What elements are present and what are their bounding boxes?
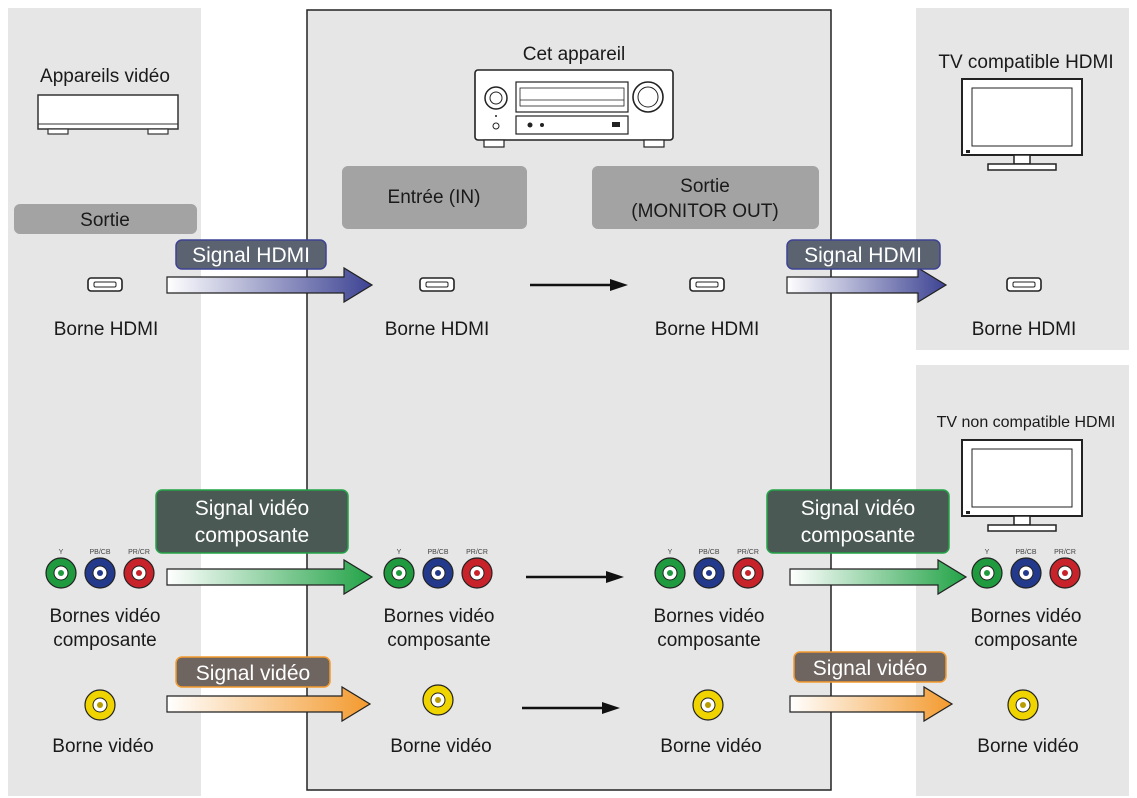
source-output-label: Sortie <box>80 210 130 231</box>
hdmi-signal-label-right: Signal HDMI <box>804 244 922 267</box>
center-video-out-label: Borne vidéo <box>660 736 761 757</box>
svg-text:PB/CB: PB/CB <box>427 549 448 556</box>
center-output-label-2: (MONITOR OUT) <box>631 201 778 222</box>
internal-video-arrow <box>522 702 620 714</box>
center-hdmi-out-label: Borne HDMI <box>655 319 760 340</box>
source-title: Appareils vidéo <box>40 66 170 87</box>
center-video-out-jack-icon <box>692 689 724 721</box>
svg-text:PR/CR: PR/CR <box>128 549 150 556</box>
svg-text:PR/CR: PR/CR <box>737 549 759 556</box>
center-input-pill <box>342 166 527 229</box>
video-signal-label-right: Signal vidéo <box>813 657 927 680</box>
jack-y-green-icon <box>971 557 1003 589</box>
tv-hdmi-panel <box>916 8 1129 350</box>
center-title: Cet appareil <box>523 44 625 65</box>
source-output-pill <box>14 204 197 234</box>
source-hdmi-label: Borne HDMI <box>54 319 159 340</box>
center-component-in-label-1: Bornes vidéo <box>384 606 495 627</box>
jack-pb-blue-icon <box>693 557 725 589</box>
svg-text:PR/CR: PR/CR <box>466 549 488 556</box>
jack-pr-red-icon <box>461 557 493 589</box>
video-signal-label-left: Signal vidéo <box>196 662 310 685</box>
component-signal-arrow-left <box>166 558 374 596</box>
jack-pb-blue-icon <box>422 557 454 589</box>
hdmi-signal-pill-left <box>175 239 327 270</box>
tv-hdmi-port-icon <box>1006 277 1042 292</box>
center-component-out-label-1: Bornes vidéo <box>654 606 765 627</box>
jack-pb-blue-icon <box>84 557 116 589</box>
source-component-jacks: Y PB/CB PR/CR <box>45 549 155 589</box>
center-input-label: Entrée (IN) <box>388 187 481 208</box>
tv-component-label-1: Bornes vidéo <box>971 606 1082 627</box>
av-receiver-icon <box>474 69 674 148</box>
center-output-label-1: Sortie <box>680 176 730 197</box>
tv-component-label-2: composante <box>974 630 1078 651</box>
video-signal-pill-right <box>793 651 947 683</box>
tv-video-label: Borne vidéo <box>977 736 1078 757</box>
jack-pr-red-icon <box>123 557 155 589</box>
jack-y-green-icon <box>654 557 686 589</box>
source-video-label: Borne vidéo <box>52 736 153 757</box>
component-signal-label-right-1: Signal vidéo <box>801 497 915 520</box>
tv-component-jacks: Y PB/CB PR/CR <box>971 549 1081 589</box>
tv-hdmi-title: TV compatible HDMI <box>938 52 1113 73</box>
component-signal-pill-right <box>766 489 950 554</box>
center-output-pill <box>592 166 819 229</box>
center-hdmi-in-port-icon <box>419 277 455 292</box>
source-component-label-2: composante <box>53 630 157 651</box>
source-video-jack-icon <box>84 689 116 721</box>
jack-y-green-icon <box>383 557 415 589</box>
svg-text:Y: Y <box>985 549 990 556</box>
center-hdmi-out-port-icon <box>689 277 725 292</box>
tv-hdmi-icon <box>961 78 1083 171</box>
component-signal-arrow-right <box>789 558 968 596</box>
center-video-in-label: Borne vidéo <box>390 736 491 757</box>
internal-component-arrow <box>526 571 624 583</box>
center-component-in-label-2: composante <box>387 630 491 651</box>
svg-text:PB/CB: PB/CB <box>698 549 719 556</box>
video-signal-pill-left <box>175 656 331 688</box>
jack-y-green-icon <box>45 557 77 589</box>
jack-pr-red-icon <box>732 557 764 589</box>
component-signal-label-left-2: composante <box>195 524 309 547</box>
tv-video-jack-icon <box>1007 689 1039 721</box>
component-signal-label-left-1: Signal vidéo <box>195 497 309 520</box>
component-signal-pill-left <box>155 489 349 554</box>
video-signal-arrow-left <box>166 685 372 723</box>
jack-pb-blue-icon <box>1010 557 1042 589</box>
svg-text:PR/CR: PR/CR <box>1054 549 1076 556</box>
jack-pr-red-icon <box>1049 557 1081 589</box>
hdmi-signal-label-left: Signal HDMI <box>192 244 310 267</box>
center-hdmi-in-label: Borne HDMI <box>385 319 490 340</box>
svg-text:Y: Y <box>397 549 402 556</box>
center-component-out-label-2: composante <box>657 630 761 651</box>
source-component-label-1: Bornes vidéo <box>50 606 161 627</box>
svg-text:Y: Y <box>59 549 64 556</box>
tv-nonhdmi-title: TV non compatible HDMI <box>937 414 1116 431</box>
video-signal-arrow-right <box>789 685 954 723</box>
component-signal-label-right-2: composante <box>801 524 915 547</box>
video-device-icon <box>37 94 179 135</box>
center-component-in-jacks: Y PB/CB PR/CR <box>383 549 493 589</box>
internal-hdmi-arrow <box>530 279 628 291</box>
source-panel <box>8 8 201 796</box>
hdmi-signal-arrow-left <box>166 266 374 304</box>
svg-text:PB/CB: PB/CB <box>89 549 110 556</box>
hdmi-signal-arrow-right <box>786 266 948 304</box>
hdmi-signal-pill-right <box>786 239 941 270</box>
svg-text:PB/CB: PB/CB <box>1015 549 1036 556</box>
tv-nonhdmi-icon <box>961 439 1083 532</box>
center-component-out-jacks: Y PB/CB PR/CR <box>654 549 764 589</box>
center-video-in-jack-icon <box>422 684 454 716</box>
tv-hdmi-port-label: Borne HDMI <box>972 319 1077 340</box>
source-hdmi-port-icon <box>87 277 123 292</box>
svg-text:Y: Y <box>668 549 673 556</box>
